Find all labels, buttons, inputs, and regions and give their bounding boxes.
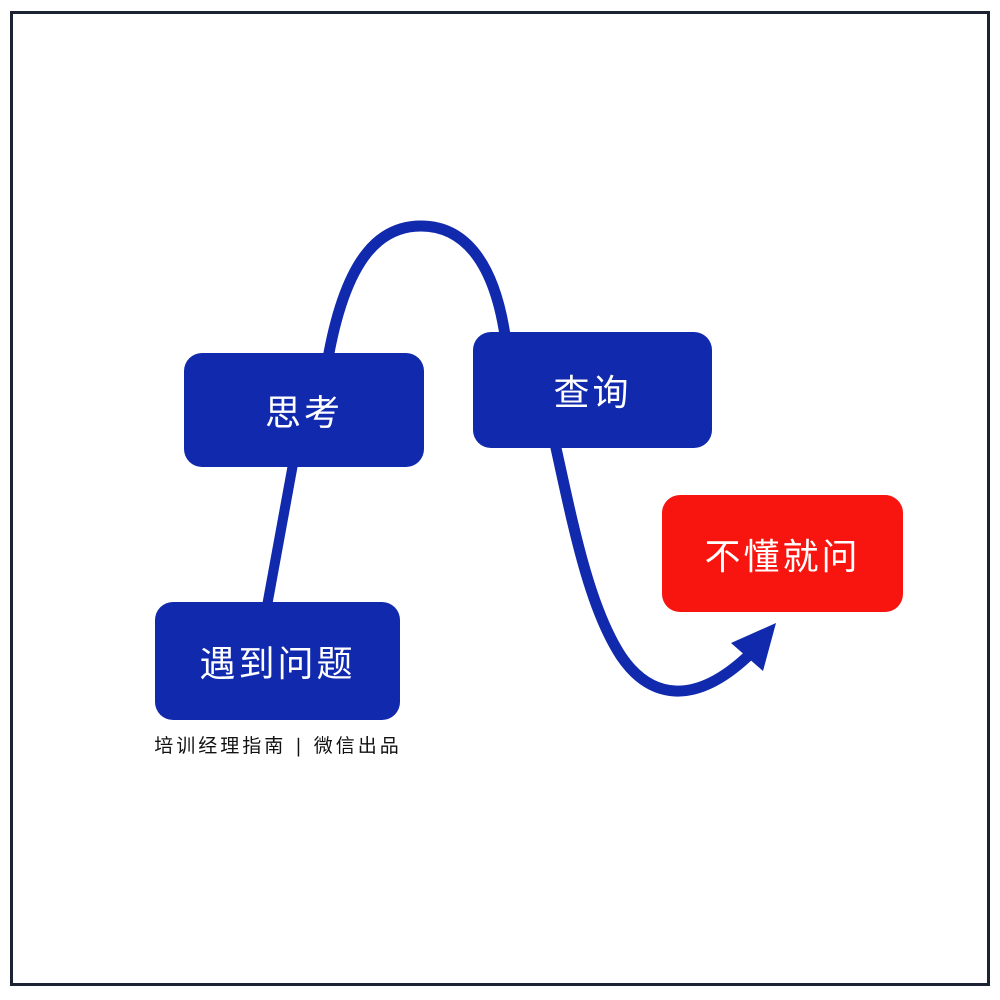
node-problem: 遇到问题: [155, 602, 400, 720]
node-ask-label: 不懂就问: [704, 535, 861, 577]
caption: 培训经理指南 | 微信出品: [154, 735, 402, 757]
connector-swoosh-query-to-ask: [550, 442, 753, 697]
node-think-label: 思考: [264, 392, 343, 433]
node-problem-label: 遇到问题: [199, 643, 356, 684]
node-query-label: 查询: [553, 372, 632, 413]
node-think: 思考: [184, 353, 424, 467]
node-ask: 不懂就问: [662, 495, 903, 612]
connector-arch-think-to-query: [321, 220, 512, 365]
node-query: 查询: [473, 332, 712, 448]
arrowhead-icon: [731, 623, 776, 671]
connector-problem-to-think: [262, 463, 298, 607]
